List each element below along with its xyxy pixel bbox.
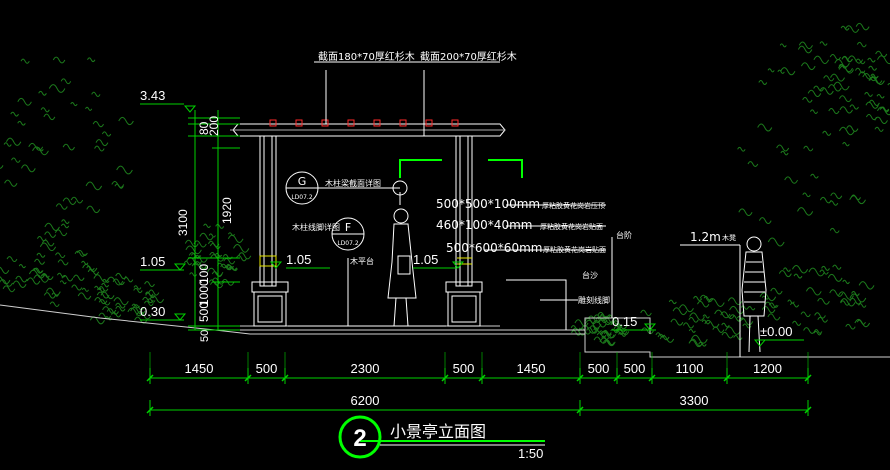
background-foliage — [0, 22, 890, 348]
hdim-label: 1200 — [753, 361, 782, 376]
hdim-total-label: 3300 — [680, 393, 709, 408]
purlin-mark — [321, 119, 329, 127]
vdim-100: 100 — [197, 264, 211, 284]
level-marker-ground: ±0.00 — [753, 324, 804, 347]
level-marker-left-low: 0.30 — [140, 304, 187, 321]
plinth-label: 雕刻线脚 — [578, 295, 610, 305]
level-marker-left-mid: 1.05 — [140, 254, 187, 271]
hdim-label: 500 — [256, 361, 278, 376]
svg-text:厚粘胶黄花岗岩贴面: 厚粘胶黄花岗岩贴面 — [540, 222, 603, 231]
cap-note: 500*500*100mm 厚粘胶黄花岗岩压顶 — [436, 197, 605, 211]
vertical-dimension-lines — [188, 110, 240, 331]
hdim-label: 1450 — [185, 361, 214, 376]
level-value: 0.30 — [140, 304, 165, 319]
title-block — [338, 415, 545, 459]
hdim-label: 1100 — [676, 361, 704, 376]
foliage-cluster — [640, 294, 756, 348]
terrain — [0, 304, 890, 358]
purlin-mark — [347, 119, 355, 127]
purlin-mark — [373, 119, 381, 127]
detail-f-ref: LD07.2 — [337, 240, 359, 247]
level-value: 1.05 — [286, 252, 311, 267]
hdim-label: 500 — [453, 361, 475, 376]
detail-bubble-g — [285, 171, 408, 205]
beam-main-note: 截面200*70厚红杉木 — [420, 50, 517, 63]
level-value: 0.15 — [612, 314, 637, 329]
hdim-label: 2300 — [351, 361, 380, 376]
detail-g-ref: LD07.2 — [291, 194, 313, 201]
level-marker-post-right: 1.05 — [413, 252, 465, 269]
purlin-mark — [425, 119, 433, 127]
hdim-label: 500 — [588, 361, 610, 376]
pergola-structure — [230, 123, 651, 334]
detail-f-note: 木柱线脚详图 — [292, 222, 340, 232]
figure-center — [387, 208, 417, 327]
level-value: 3.43 — [140, 88, 165, 103]
leader-lines — [399, 159, 523, 178]
hdim-label: 500 — [624, 361, 646, 376]
vdim-1000: 1000 — [197, 279, 211, 306]
level-value: ±0.00 — [760, 324, 792, 339]
yellow-markers — [259, 255, 472, 267]
drawing-scale: 1:50 — [518, 446, 543, 461]
detail-bubble-f — [331, 217, 365, 251]
person-height-value: 1.2m — [690, 230, 721, 244]
person-height-label: 木凳 — [722, 233, 736, 242]
drawing-number: 2 — [353, 425, 366, 452]
level-marker-top: 3.43 — [140, 88, 197, 113]
vdim-80: 80 — [197, 121, 211, 135]
vdim-500: 500 — [197, 302, 211, 322]
foliage-cluster — [81, 272, 165, 325]
foliage-cluster — [0, 229, 100, 307]
hdim-total-label: 6200 — [351, 393, 380, 408]
figure-right — [741, 236, 767, 353]
beam-top-note: 截面180*70厚红杉木 — [318, 50, 415, 63]
svg-text:460*100*40mm: 460*100*40mm — [436, 218, 532, 232]
vdim-3100: 3100 — [176, 209, 190, 236]
purlins — [269, 119, 459, 127]
drawing-title: 小景亭立面图 — [390, 422, 486, 441]
purlin-mark — [269, 119, 277, 127]
hdim-label: 1450 — [517, 361, 546, 376]
level-value: 1.05 — [413, 252, 438, 267]
wood-platform-label: 木平台 — [350, 256, 374, 266]
level-marker-post-left: 1.05 — [269, 252, 330, 269]
foliage-cluster — [0, 56, 134, 231]
level-marker-step: 0.15 — [612, 314, 657, 331]
foliage-cluster — [819, 22, 890, 132]
purlin-mark — [451, 119, 459, 127]
detail-f-letter: F — [345, 221, 351, 234]
svg-text:厚粘胶黄花岗岩贴面: 厚粘胶黄花岗岩贴面 — [543, 245, 606, 254]
vdim-1920: 1920 — [220, 197, 234, 224]
band-note: 460*100*40mm 厚粘胶黄花岗岩贴面 — [436, 218, 603, 232]
vdim-50: 50 — [199, 330, 211, 342]
note-leaders — [314, 61, 741, 357]
purlin-mark — [399, 119, 407, 127]
svg-text:500*500*100mm: 500*500*100mm — [436, 197, 540, 211]
svg-text:500*600*60mm: 500*600*60mm — [446, 241, 542, 255]
detail-g-letter: G — [298, 175, 307, 188]
foliage-cluster — [759, 264, 875, 336]
purlin-mark — [295, 119, 303, 127]
level-value: 1.05 — [140, 254, 165, 269]
horizontal-dimensions: 1450 500 2300 500 1450 500 500 1100 1200 6200 3300 — [146, 352, 812, 416]
svg-text:厚粘胶黄花岗岩压顶: 厚粘胶黄花岗岩压顶 — [542, 201, 605, 210]
level-markers: 3.43 1.05 0.30 1.05 1.05 0.15 ±0.00 — [140, 88, 804, 347]
step-label: 台阶 — [616, 230, 632, 240]
detail-g-note: 木柱梁截面详图 — [325, 178, 381, 188]
riser-label: 台沙 — [582, 270, 598, 280]
base-note: 500*600*60mm 厚粘胶黄花岗岩贴面 — [446, 241, 606, 255]
vdim-200: 200 — [207, 116, 221, 136]
